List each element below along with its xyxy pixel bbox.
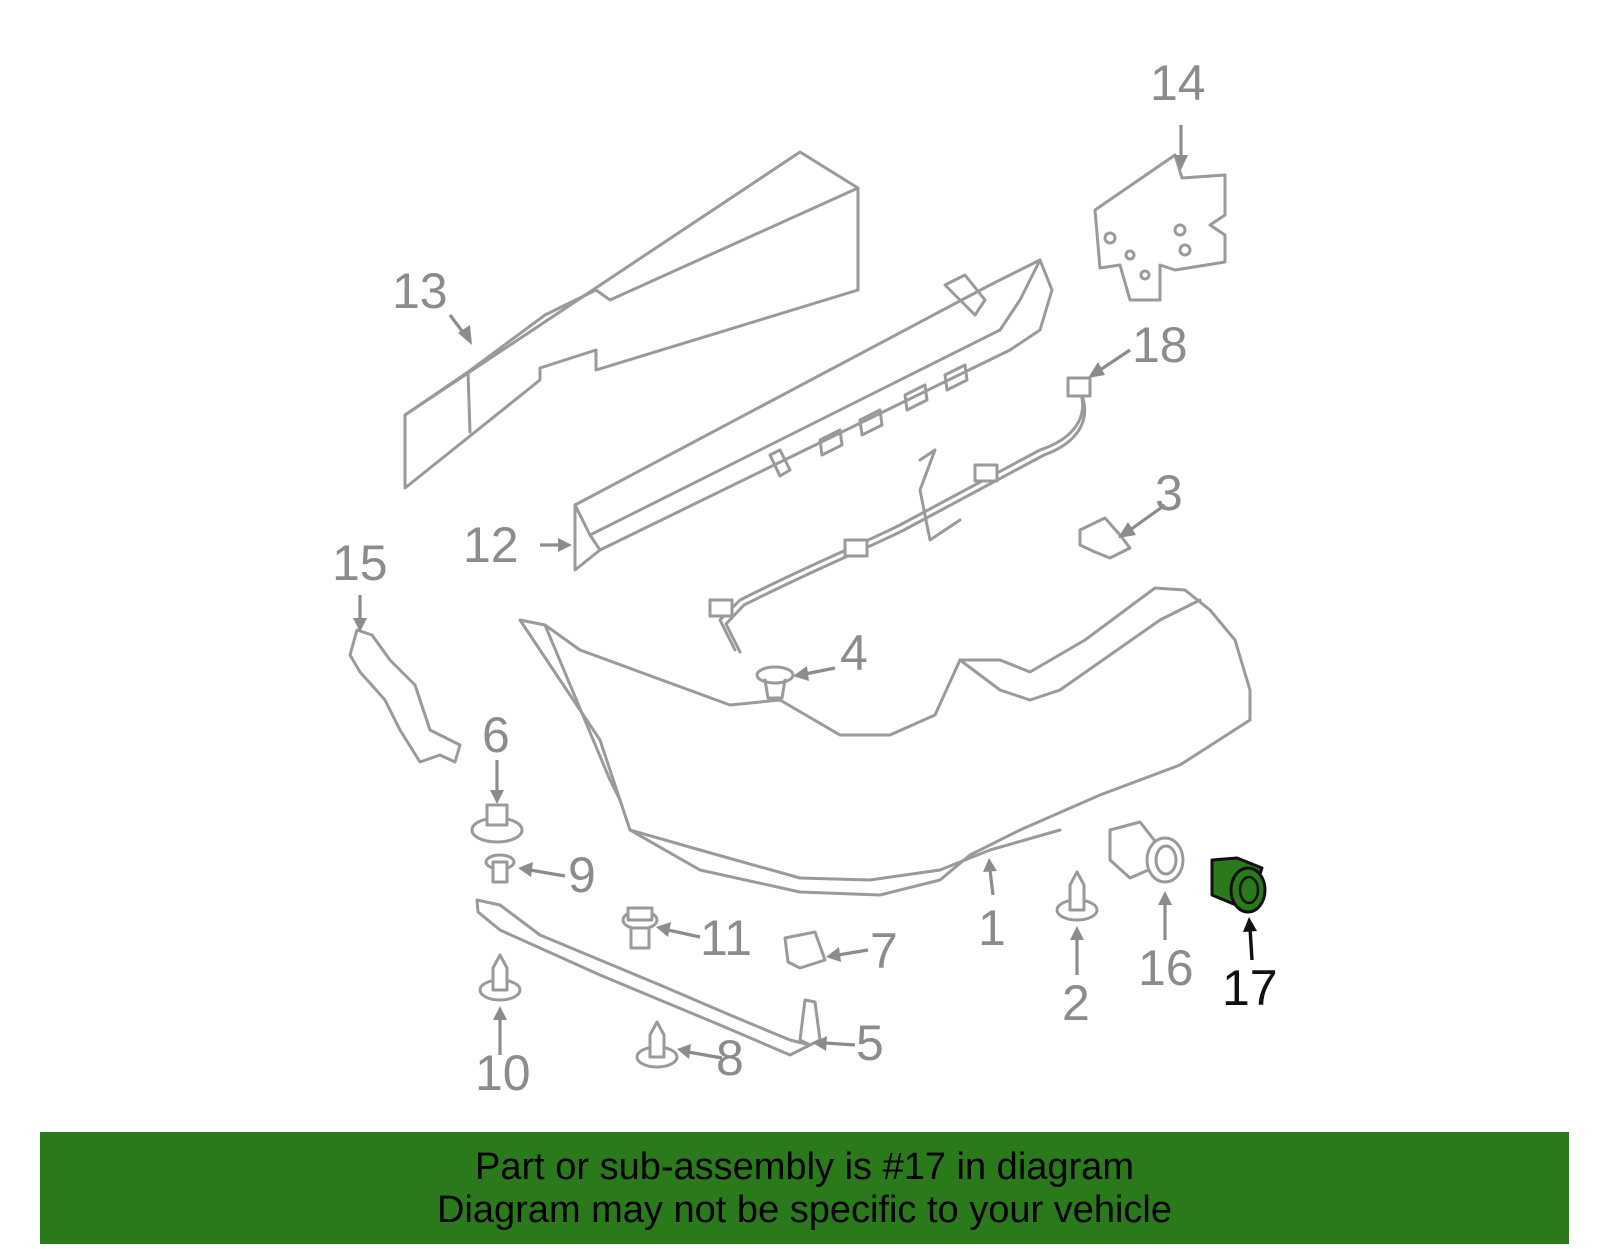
callout-8: 8 [716,1030,744,1086]
part-11-clip[interactable] [621,906,659,950]
part-16-parking-sensor[interactable] [1108,820,1185,884]
callout-7: 7 [870,923,898,979]
banner-part-text: Part or sub-assembly is #17 in diagram [475,1146,1134,1188]
part-10-push-pin[interactable] [478,953,522,1002]
callout-5: 5 [856,1015,884,1071]
part-14-bracket[interactable] [1093,153,1227,302]
part-2-push-pin[interactable] [1055,870,1099,922]
info-banner: Part or sub-assembly is #17 in diagram D… [40,1132,1569,1244]
callout-labels: 14 13 18 3 12 15 4 6 9 11 7 1 16 17 2 5 … [332,55,1278,1101]
callout-9: 9 [568,847,596,903]
callout-1: 1 [978,900,1006,956]
callout-3: 3 [1155,465,1183,521]
banner-disclaimer-text: Diagram may not be specific to your vehi… [437,1189,1172,1231]
callout-2: 2 [1062,975,1090,1031]
part-18-wiring-harness[interactable] [708,376,1092,654]
part-1-bumper-cover[interactable] [518,586,1252,897]
part-3-clip[interactable] [1078,516,1132,560]
part-17-sensor-bezel[interactable] [1210,856,1267,914]
part-4-clip[interactable] [755,665,795,700]
callout-18: 18 [1132,317,1188,373]
parts-diagram: 14 13 18 3 12 15 4 6 9 11 7 1 16 17 2 5 … [332,55,1278,1101]
callout-17: 17 [1222,960,1278,1016]
part-13-reinforcement[interactable] [403,150,860,490]
callout-16: 16 [1138,940,1194,996]
part-7-nut[interactable] [783,930,827,970]
callout-10: 10 [475,1045,531,1101]
part-12-energy-absorber[interactable] [573,258,1054,572]
callout-4: 4 [840,625,868,681]
part-9-clip[interactable] [484,853,516,884]
callout-12: 12 [463,517,519,573]
part-6-retainer[interactable] [470,803,524,844]
callout-11: 11 [700,910,752,966]
part-15-side-bracket[interactable] [348,628,462,764]
callout-6: 6 [482,707,510,763]
callout-13: 13 [392,263,448,319]
leader-arrows [353,125,1257,1060]
callout-14: 14 [1150,55,1206,111]
part-8-push-pin[interactable] [635,1020,679,1069]
callout-15: 15 [332,535,388,591]
